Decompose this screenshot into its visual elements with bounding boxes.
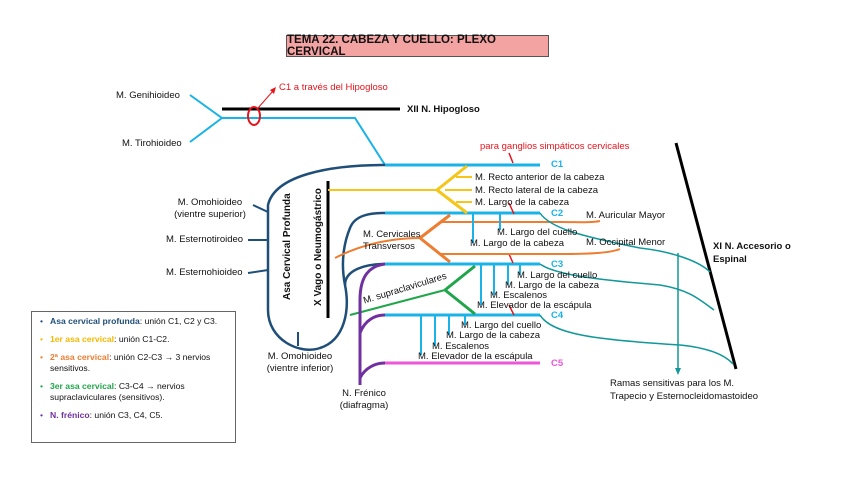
page-title: TEMA 22. CABEZA Y CUELLO: PLEXO CERVICAL — [286, 34, 549, 58]
legend-key: Asa cervical profunda — [50, 316, 140, 326]
c1-label: C1 — [551, 159, 564, 170]
occipital-menor-label: M. Occipital Menor — [586, 237, 666, 248]
accesorio-nerve — [674, 142, 738, 370]
genihioideo-label: M. Genihioideo — [116, 90, 180, 101]
asa3-down — [444, 288, 476, 316]
frenico-c5 — [358, 361, 386, 379]
frenico-label: N. Frénico (diafragma) — [334, 388, 394, 412]
legend-box: • Asa cervical profunda: unión C1, C2 y … — [31, 311, 236, 443]
accesorio-label: XI N. Accesorio o Espinal — [713, 240, 791, 266]
omohioideo-sup-line1: M. Omohioideo — [177, 197, 243, 208]
hypoglossal-label: XII N. Hipogloso — [407, 104, 480, 115]
ramas-line1: Ramas sensitivas para los M. — [610, 378, 735, 389]
c1-note-arrow — [257, 90, 274, 109]
frenico-c4 — [358, 313, 386, 334]
legend-item: • 1er asa cervical: unión C1-C2. — [40, 334, 229, 345]
accesorio-line2: Espinal — [713, 254, 747, 265]
bullet-icon: • — [40, 316, 44, 326]
asa1-down — [436, 188, 468, 215]
frenico-line2: (diafragma) — [339, 400, 389, 411]
c3-branch-2: M. Largo de la cabeza — [505, 280, 600, 291]
transversos-label: Transversos — [363, 241, 415, 252]
omohioideo-inf-label: M. Omohioideo (vientre inferior) — [256, 351, 344, 375]
legend-text: : C3-C4 → nervios supraclaviculares (sen… — [50, 381, 185, 402]
c1-note-arrowhead — [270, 87, 276, 94]
esternohioideo-label: M. Esternohioideo — [166, 267, 243, 278]
omohioideo-sup-line2: (vientre superior) — [174, 209, 246, 220]
asa1-up — [436, 164, 468, 192]
c1-hypoglossal-branch — [189, 94, 386, 166]
c4-branch-4: M. Elevador de la escápula — [418, 351, 533, 362]
asa-cervical-profunda-loop — [266, 163, 386, 351]
c2-label: C2 — [551, 208, 564, 219]
bullet-icon: • — [40, 352, 44, 362]
c4-branch-2: M. Largo de la cabeza — [446, 330, 541, 341]
legend-text: : unión C3, C4, C5. — [89, 410, 163, 420]
frenico-trunk — [358, 262, 386, 385]
tirohioideo-label: M. Tirohioideo — [122, 138, 182, 149]
c2-branch-2: M. Largo de la cabeza — [470, 238, 565, 249]
legend-item: • Asa cervical profunda: unión C1, C2 y … — [40, 316, 229, 327]
sympathetic-mark-c3 — [508, 253, 514, 264]
bullet-icon: • — [40, 381, 44, 391]
c1-highlight-ring — [247, 106, 261, 126]
c1-branch-2: M. Recto lateral de la cabeza — [475, 185, 599, 196]
asa-profunda-label: Asa Cervical Profunda — [282, 193, 293, 300]
sympathetic-label: para ganglios simpáticos cervicales — [480, 141, 630, 152]
ramas-sensitivas-arrowhead — [675, 368, 681, 375]
asa2-occipital — [440, 248, 621, 255]
c3-branch-3: M. Escalenos — [490, 290, 548, 301]
frenico-line1: N. Frénico — [342, 388, 386, 399]
c5-label: C5 — [551, 358, 564, 369]
c3-branch-4: M. Elevador de la escápula — [477, 300, 592, 311]
tirohioideo-branch — [189, 117, 223, 143]
cervicales-label: M. Cervicales — [363, 229, 421, 240]
accesorio-c2-link — [539, 212, 711, 273]
esternotiroideo-label: M. Esternotiroideo — [166, 234, 244, 245]
c4-branch-1: M. Largo del cuello — [461, 320, 542, 331]
bullet-icon: • — [40, 334, 44, 344]
legend-item: • 2ª asa cervical: unión C2-C3 → 3 nervi… — [40, 352, 229, 374]
accesorio-c3-link — [539, 263, 715, 311]
ramas-sensitivas-label: Ramas sensitivas para los M. Trapecio y … — [610, 377, 758, 403]
sympathetic-mark-c4 — [508, 304, 515, 316]
legend-item: • 3er asa cervical: C3-C4 → nervios supr… — [40, 381, 229, 403]
ramas-line2: Trapecio y Esternocleidomastoideo — [610, 391, 759, 402]
omohioideo-sup-branch — [252, 204, 269, 213]
legend-key: 3er asa cervical — [50, 381, 115, 391]
c1-hypoglossal-note: C1 a través del Hipogloso — [279, 82, 388, 93]
omohioideo-sup-label: M. Omohioideo (vientre superior) — [170, 197, 250, 221]
accesorio-line1: XI N. Accesorio o — [713, 241, 791, 252]
c4-branch-3: M. Escalenos — [432, 341, 490, 352]
c4-label: C4 — [551, 310, 564, 321]
legend-text: : unión C2-C3 → 3 nervios sensitivos. — [50, 352, 211, 373]
omohioideo-inf-line1: M. Omohioideo — [267, 351, 333, 362]
c2-branch-1: M. Largo del cuello — [497, 227, 578, 238]
c1-branch-1: M. Recto anterior de la cabeza — [475, 172, 605, 183]
legend-key: N. frénico — [50, 410, 90, 420]
legend-item: • N. frénico: unión C3, C4, C5. — [40, 410, 229, 421]
asa2-transversos — [334, 237, 421, 259]
esternohioideo-branch — [247, 269, 269, 274]
auricular-mayor-label: M. Auricular Mayor — [586, 210, 666, 221]
accesorio-c4-link — [539, 314, 734, 365]
c3-label: C3 — [551, 259, 564, 270]
legend-text: : unión C1, C2 y C3. — [139, 316, 218, 326]
omohioideo-inf-line2: (vientre inferior) — [266, 363, 334, 374]
c3-branch-1: M. Largo del cuello — [517, 270, 598, 281]
asa2-up — [419, 213, 451, 240]
sympathetic-mark-c1 — [508, 152, 514, 164]
asa2-auricular — [440, 220, 601, 224]
asa3-supraclav — [349, 289, 446, 316]
vago-label: X Vago o Neumogástrico — [313, 188, 324, 306]
asa2-down — [419, 236, 451, 264]
sympathetic-mark-c2 — [508, 202, 515, 215]
bullet-icon: • — [40, 410, 44, 420]
legend-key: 2ª asa cervical — [50, 352, 110, 362]
asa3-up — [444, 264, 476, 292]
legend-key: 1er asa cervical — [50, 334, 115, 344]
c1-branch-3: M. Largo de la cabeza — [475, 197, 570, 208]
legend-text: : unión C1-C2. — [114, 334, 170, 344]
